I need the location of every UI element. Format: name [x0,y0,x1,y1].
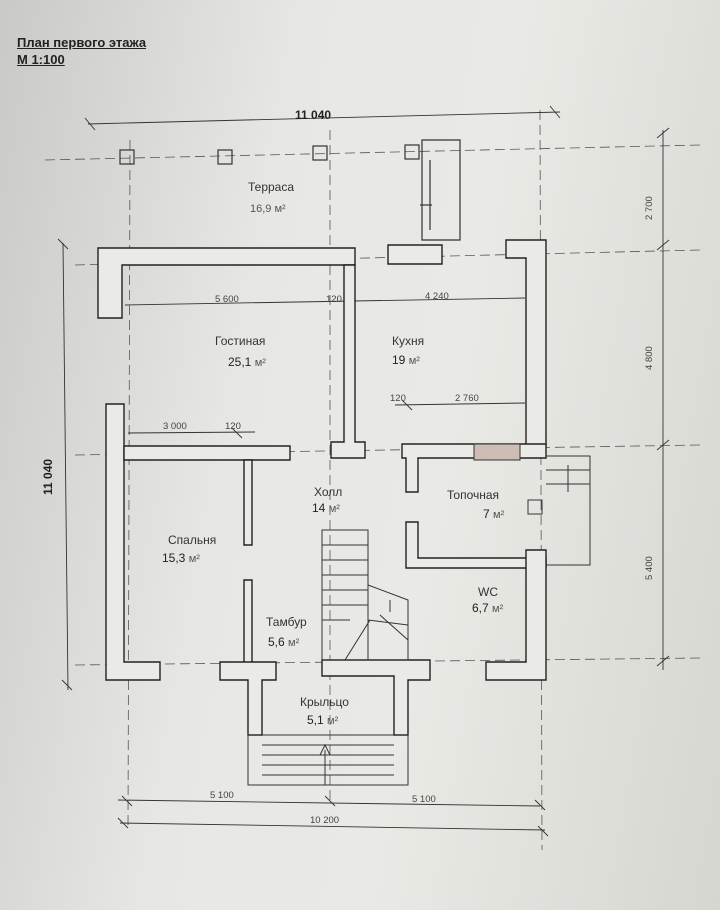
side-stairs [546,455,591,566]
room-area: 5,1 [307,713,324,727]
room-area: 19 [392,353,406,367]
room-area: 14 [312,501,326,515]
svg-text:7 м²: 7 м² [483,507,505,521]
room-name: WC [478,585,498,599]
room-area: 16,9 [250,203,271,215]
room-name: Тамбур [266,615,307,629]
room-bedroom: Спальня 15,3 м² [162,533,216,565]
room-boiler: Топочная 7 м² [447,488,505,521]
room-area: 15,3 [162,551,186,565]
room-area-unit: м² [288,637,300,649]
room-living: Гостиная 25,1 м² [215,334,266,369]
terrace-posts [119,144,420,165]
room-area-unit: м² [274,203,286,215]
room-area: 7 [483,507,490,521]
dim-kitchen-wall: 120 [390,393,406,404]
dim-bedroom-width: 3 000 [163,421,187,432]
svg-text:5,6 м²: 5,6 м² [268,635,300,649]
porch-steps [247,734,409,786]
room-name: Кухня [392,334,424,348]
room-name: Топочная [447,488,499,502]
room-name: Гостиная [215,334,265,348]
dim-overall-top: 11 040 [295,108,331,122]
boiler-block [473,443,543,515]
room-name: Холл [314,485,342,499]
dim-bottom-total: 10 200 [310,815,339,826]
room-area-unit: м² [329,503,341,515]
plan-title-line1: План первого этажа [17,35,147,50]
svg-text:19 м²: 19 м² [392,353,420,367]
dim-living-width: 5 600 [215,294,239,305]
room-name: Крыльцо [300,695,349,709]
svg-text:5,1 м²: 5,1 м² [307,713,339,727]
dim-living-wall: 120 [326,294,342,305]
dim-right-2: 4 800 [644,346,655,370]
svg-text:25,1 м²: 25,1 м² [228,355,266,369]
dim-right-3: 5 400 [644,556,655,580]
svg-text:6,7 м²: 6,7 м² [472,601,504,615]
room-name: Терраса [248,180,294,194]
dim-bottom-right: 5 100 [412,794,436,805]
room-area-unit: м² [409,355,421,367]
room-wc: WC 6,7 м² [472,585,504,615]
room-porch: Крыльцо 5,1 м² [300,695,349,727]
dim-right-1: 2 700 [644,196,655,220]
dim-overall-left: 11 040 [41,459,55,495]
room-hall: Холл 14 м² [312,485,342,515]
room-terrace: Терраса 16,9 м² [248,180,294,215]
dim-bedroom-wall: 120 [225,421,241,432]
room-area-unit: м² [189,553,201,565]
chimney [420,139,461,241]
room-name: Спальня [168,533,216,547]
svg-text:16,9 м²: 16,9 м² [250,203,286,215]
walls [97,239,547,736]
dim-kitchen-width: 4 240 [425,291,449,302]
staircase [321,529,409,661]
room-area: 5,6 [268,635,285,649]
axis-lines [44,109,701,851]
room-area: 6,7 [472,601,489,615]
svg-text:15,3 м²: 15,3 м² [162,551,200,565]
plan-title: План первого этажа М 1:100 [17,34,146,68]
room-area: 25,1 [228,355,252,369]
room-area-unit: м² [255,357,267,369]
room-tambur: Тамбур 5,6 м² [266,615,307,649]
dim-bottom-left: 5 100 [210,790,234,801]
room-kitchen: Кухня 19 м² [392,334,424,367]
plan-scale: М 1:100 [17,52,65,67]
dimension-lines [57,105,670,837]
room-area-unit: м² [492,603,504,615]
room-area-unit: м² [493,509,505,521]
svg-text:14 м²: 14 м² [312,501,340,515]
dim-kitchen-inner: 2 760 [455,393,479,404]
room-area-unit: м² [327,715,339,727]
